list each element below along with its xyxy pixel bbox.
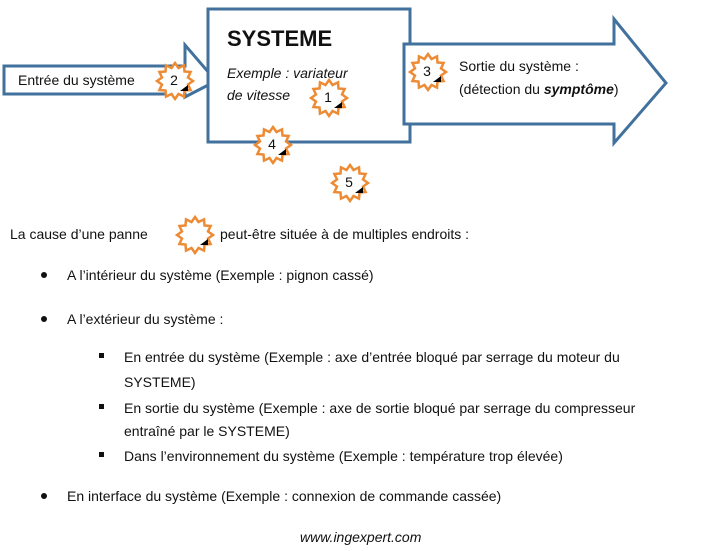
- bullet-icon: [41, 316, 47, 322]
- badge-5-label: 5: [345, 174, 353, 190]
- square-bullet-icon: [99, 404, 104, 409]
- input-label: Entrée du système: [18, 72, 135, 88]
- output-prefix: (détection du: [459, 81, 544, 97]
- sublist-item-output-line1: En sortie du système (Exemple : axe de s…: [124, 400, 636, 416]
- square-bullet-icon: [99, 353, 104, 358]
- sublist-item-input-line1: En entrée du système (Exemple : axe d’en…: [124, 349, 620, 365]
- cause-text-after: peut-être située à de multiples endroits…: [220, 226, 470, 242]
- bullet-icon: [41, 493, 47, 499]
- list-item-interface: En interface du système (Exemple : conne…: [67, 488, 502, 504]
- badge-1-label: 1: [324, 89, 332, 105]
- comment-marker-icon: [278, 149, 286, 155]
- badge-2-label: 2: [170, 72, 178, 88]
- square-bullet-icon: [99, 452, 104, 457]
- system-example: Exemple : variateur de vitesse: [227, 62, 387, 106]
- cause-burst: [174, 214, 216, 256]
- output-label-line2: (détection du symptôme): [459, 78, 619, 101]
- comment-marker-icon: [433, 76, 441, 82]
- sublist-item-environment: Dans l’environnement du système (Exemple…: [124, 448, 563, 464]
- bullet-icon: [41, 272, 47, 278]
- output-label-line1: Sortie du système :: [459, 58, 579, 74]
- cause-text-before: La cause d’une panne: [10, 226, 148, 242]
- symptom-word: symptôme: [543, 81, 614, 97]
- output-arrow: [402, 14, 668, 148]
- comment-marker-icon: [355, 187, 363, 193]
- list-item-exterior: A l’extérieur du système :: [67, 311, 224, 327]
- comment-marker-icon: [180, 85, 188, 91]
- comment-marker-icon: [334, 102, 342, 108]
- output-suffix: ): [613, 81, 619, 97]
- system-title: SYSTEME: [227, 26, 333, 51]
- system-example-line1: Exemple : variateur: [227, 65, 348, 81]
- sublist-item-output-line2: entraîné par le SYSTEME): [124, 423, 290, 439]
- footer-website: www.ingexpert.com: [300, 529, 422, 545]
- input-arrow: [2, 40, 219, 100]
- output-label: Sortie du système : (détection du symptô…: [459, 55, 619, 101]
- system-example-line2: de vitesse: [227, 87, 291, 103]
- badge-3-label: 3: [423, 63, 431, 79]
- list-item-interior: A l’intérieur du système (Exemple : pign…: [67, 267, 374, 283]
- badge-4-label: 4: [268, 136, 276, 152]
- comment-marker-icon: [200, 239, 208, 245]
- sublist-item-input-line2: SYSTEME): [124, 374, 196, 390]
